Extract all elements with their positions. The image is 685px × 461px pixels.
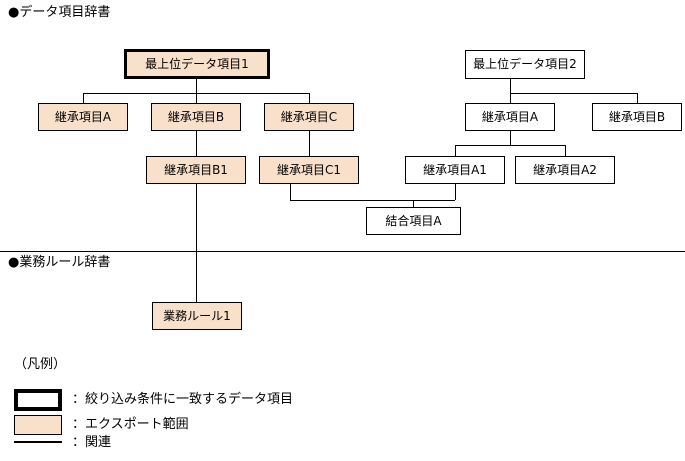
node-business-rule1-label: 業務ルール1 [163,308,231,323]
connector-to-inherit-c [309,93,310,103]
node-root1[interactable]: 最上位データ項目1 [124,49,270,79]
node-r-inherit-b[interactable]: 継承項目B [592,103,682,131]
connector-to-inherit-b [196,93,197,103]
connector-root2-bus [510,93,637,94]
node-root1-label: 最上位データ項目1 [145,56,249,71]
connector-c1-down-to-join-bus [290,184,291,200]
legend-label-filter-match: ：絞り込み条件に一致するデータ項目 [72,392,294,407]
node-inherit-b[interactable]: 継承項目B [151,103,241,131]
section-divider-rule [0,251,685,252]
connector-to-inherit-a [83,93,84,103]
connector-inherit-b-to-b1 [196,131,197,156]
connector-inherit-c-to-c1 [309,131,310,156]
connector-root1-down [196,79,197,93]
connector-join-bus [290,200,455,201]
node-r-inherit-b-label: 継承項目B [608,109,666,124]
connector-to-r-inherit-b [637,93,638,103]
connector-r-inherit-a-down [510,131,511,145]
node-inherit-b1-label: 継承項目B1 [164,162,228,177]
section-heading-business-rule-dictionary: ●業務ルール辞書 [8,255,111,270]
connector-to-r-inherit-a [510,93,511,103]
node-inherit-a-label: 継承項目A [54,109,112,124]
connector-r-inherit-a-bus [455,145,565,146]
node-root2[interactable]: 最上位データ項目2 [465,50,585,79]
node-root2-label: 最上位データ項目2 [473,57,577,71]
node-r-inherit-a1-label: 継承項目A1 [423,162,487,177]
node-r-inherit-a1[interactable]: 継承項目A1 [405,156,505,184]
legend-label-relation: ：関連 [72,435,112,450]
node-r-inherit-a2-label: 継承項目A2 [533,162,597,177]
node-r-inherit-a[interactable]: 継承項目A [465,103,555,131]
node-join-a-label: 結合項目A [385,213,442,228]
legend-title: （凡例） [14,357,67,372]
node-inherit-c1-label: 継承項目C1 [276,162,341,177]
node-inherit-c[interactable]: 継承項目C [264,103,354,131]
node-r-inherit-a2[interactable]: 継承項目A2 [515,156,615,184]
connector-root2-down [510,79,511,93]
legend-label-export-range: ：エクスポート範囲 [72,417,189,432]
connector-to-r-inherit-a1 [455,145,456,156]
connector-to-r-inherit-a2 [565,145,566,156]
connector-join-bus-to-join-a [413,200,414,207]
node-inherit-b-label: 継承項目B [167,109,225,124]
connector-a1-down-to-join-bus [455,184,456,200]
legend-swatch-export-range-box [14,415,62,435]
node-inherit-b1[interactable]: 継承項目B1 [146,156,246,184]
section-heading-data-dictionary: ●データ項目辞書 [8,5,111,20]
node-inherit-c1[interactable]: 継承項目C1 [259,156,359,184]
legend-swatch-relation-line [14,441,62,443]
node-inherit-a[interactable]: 継承項目A [38,103,128,131]
node-business-rule1[interactable]: 業務ルール1 [152,302,242,330]
node-inherit-c-label: 継承項目C [280,109,338,124]
node-join-a[interactable]: 結合項目A [366,207,461,235]
node-r-inherit-a-label: 継承項目A [481,109,539,124]
connector-b1-to-business-rule1 [196,184,197,302]
legend-swatch-filter-match-box [14,389,62,411]
